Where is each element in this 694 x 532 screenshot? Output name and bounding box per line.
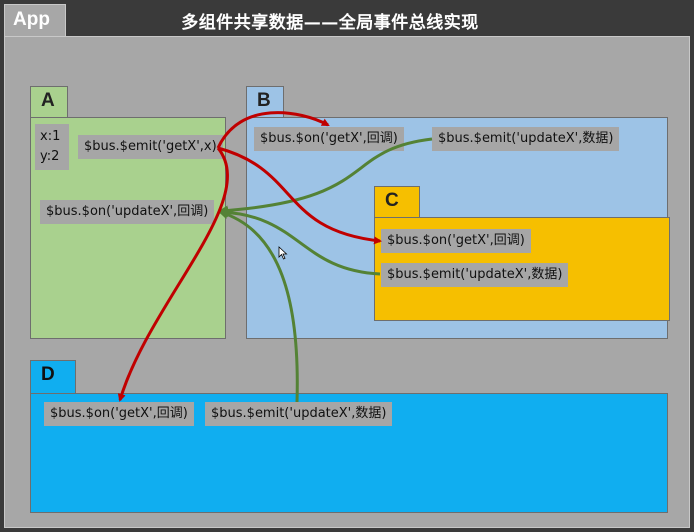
component-a-emit-code: $bus.$emit('getX',x) xyxy=(78,135,223,159)
component-c-emit-code: $bus.$emit('updateX',数据) xyxy=(381,263,569,287)
component-c-tab: C xyxy=(374,186,420,218)
arrow-updatex-d-to-a xyxy=(218,209,299,403)
arrow-getx-a-to-b xyxy=(216,111,330,149)
component-b-emit-code: $bus.$emit('updateX',数据) xyxy=(432,127,620,151)
component-b-label: B xyxy=(257,90,271,111)
arrow-updatex-c-to-a xyxy=(218,207,381,276)
mouse-cursor-icon xyxy=(278,246,288,260)
data-line-x: x:1 xyxy=(40,129,61,144)
component-d-on-code: $bus.$on('getX',回调) xyxy=(44,402,194,426)
component-d-label: D xyxy=(41,364,55,385)
component-d-emit-code: $bus.$emit('updateX',数据) xyxy=(205,402,393,426)
data-line-y: y:2 xyxy=(40,149,60,164)
arrow-getx-a-to-d xyxy=(117,147,229,402)
component-b-on-code: $bus.$on('getX',回调) xyxy=(254,127,404,151)
slide-title: 多组件共享数据——全局事件总线实现 xyxy=(181,13,479,33)
component-a-label: A xyxy=(41,90,55,111)
component-a-tab: A xyxy=(30,86,68,118)
component-a-data: x:1 y:2 xyxy=(35,124,69,170)
app-label: App xyxy=(13,9,50,30)
arrow-getx-a-to-c xyxy=(217,146,382,245)
arrow-updatex-b-to-a xyxy=(218,137,433,216)
component-a-on-code: $bus.$on('updateX',回调) xyxy=(40,200,215,224)
component-c-label: C xyxy=(385,190,399,211)
app-tab: App xyxy=(4,4,66,36)
component-c-on-code: $bus.$on('getX',回调) xyxy=(381,229,531,253)
component-d-tab: D xyxy=(30,360,76,394)
